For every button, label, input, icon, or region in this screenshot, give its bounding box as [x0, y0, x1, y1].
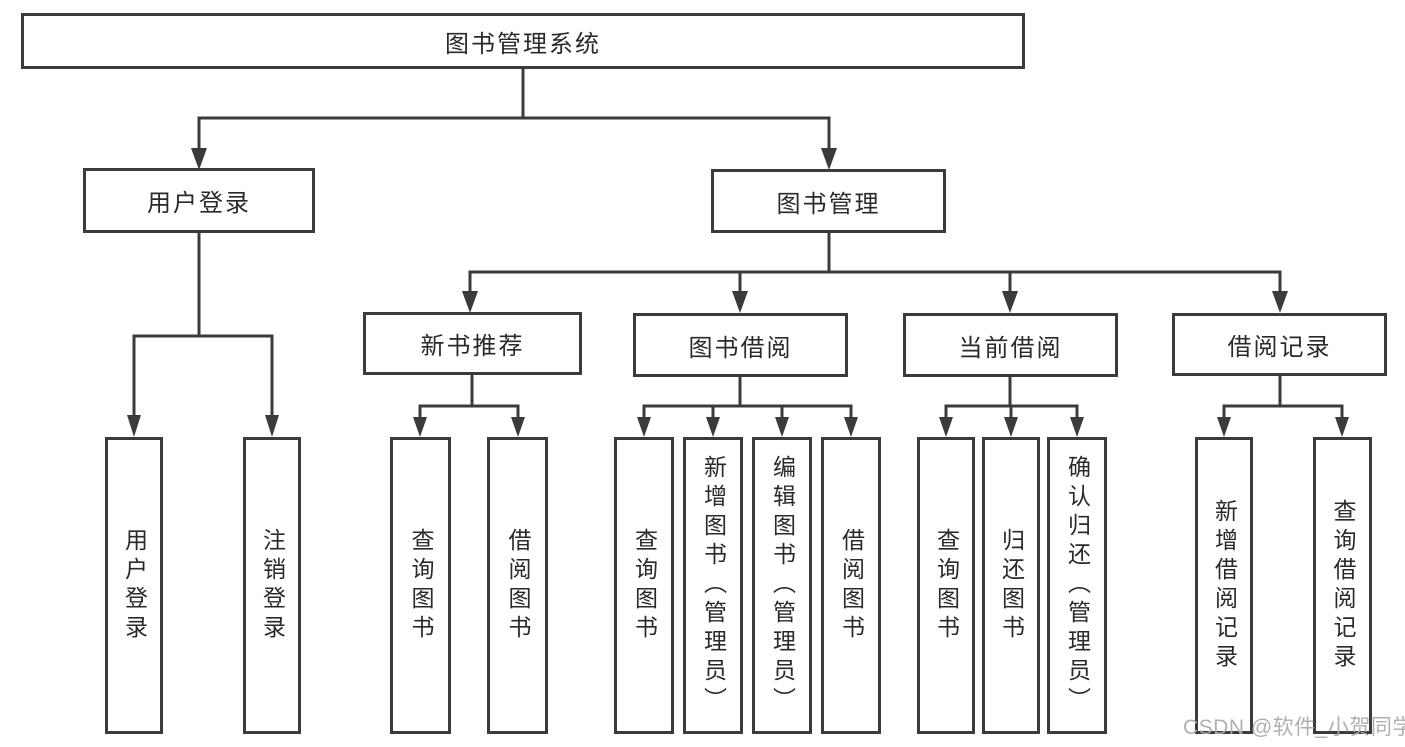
node-label: 查询借阅记录: [1330, 498, 1356, 673]
leaf-borrowing-query-books: 查询图书: [614, 437, 674, 734]
edge-user-login-to-leaves: [127, 233, 279, 437]
leaf-current-confirm-return-admin: 确认归还（管理员）: [1047, 437, 1107, 734]
edge-current-borrow-to-leaves: [939, 377, 1084, 437]
node-label: 新书推荐: [420, 333, 525, 360]
node-label: 图书借阅: [688, 334, 793, 362]
leaf-user-login: 用户登录: [105, 437, 163, 734]
leaf-borrowing-borrow-books: 借阅图书: [821, 437, 881, 734]
node-label: 查询图书: [408, 527, 434, 644]
node-new-book-recommendation: 新书推荐: [363, 312, 582, 375]
node-label: 查询图书: [631, 527, 658, 644]
node-label: 新增借阅记录: [1211, 498, 1238, 673]
leaf-current-query-books: 查询图书: [917, 437, 975, 734]
node-label: 编辑图书（管理员）: [769, 455, 796, 716]
edge-book-borrow-to-leaves: [637, 377, 858, 437]
node-label: 归还图书: [998, 527, 1025, 644]
leaf-newbook-query-books: 查询图书: [390, 437, 451, 734]
node-label: 用户登录: [121, 527, 148, 644]
edge-borrow-records-to-leaves: [1217, 376, 1349, 437]
node-label: 新增图书（管理员）: [700, 455, 727, 716]
node-label: 用户登录: [147, 190, 251, 217]
csdn-watermark: CSDN @软件_小贺同学: [1183, 716, 1405, 739]
edge-book-mgmt-to-level3: [462, 233, 1288, 313]
leaf-logout: 注销登录: [243, 437, 301, 734]
node-book-management: 图书管理: [711, 169, 946, 233]
node-borrowing-records: 借阅记录: [1172, 313, 1387, 376]
edge-new-book-rec-to-leaves: [413, 375, 525, 437]
node-label: 图书管理: [776, 190, 881, 218]
leaf-borrowing-edit-books-admin: 编辑图书（管理员）: [752, 437, 812, 734]
leaf-newbook-borrow-books: 借阅图书: [487, 437, 548, 734]
node-label: 注销登录: [259, 527, 286, 644]
leaf-borrowing-add-books-admin: 新增图书（管理员）: [683, 437, 743, 734]
node-label: 借阅图书: [505, 527, 531, 644]
leaf-records-query-borrow-record: 查询借阅记录: [1313, 437, 1372, 734]
node-current-borrowing: 当前借阅: [903, 313, 1118, 377]
leaf-records-add-borrow-record: 新增借阅记录: [1195, 437, 1253, 734]
node-user-login: 用户登录: [83, 168, 315, 233]
edge-root-to-level2: [191, 69, 837, 170]
node-label: 确认归还（管理员）: [1064, 455, 1091, 716]
node-label: 图书管理系统: [445, 30, 601, 58]
leaf-current-return-books: 归还图书: [982, 437, 1040, 734]
node-label: 借阅图书: [838, 527, 865, 644]
node-label: 借阅记录: [1227, 334, 1332, 361]
node-label: 查询图书: [933, 527, 960, 644]
node-library-management-system: 图书管理系统: [21, 13, 1025, 69]
node-book-borrowing: 图书借阅: [633, 313, 848, 377]
node-label: 当前借阅: [958, 334, 1063, 362]
